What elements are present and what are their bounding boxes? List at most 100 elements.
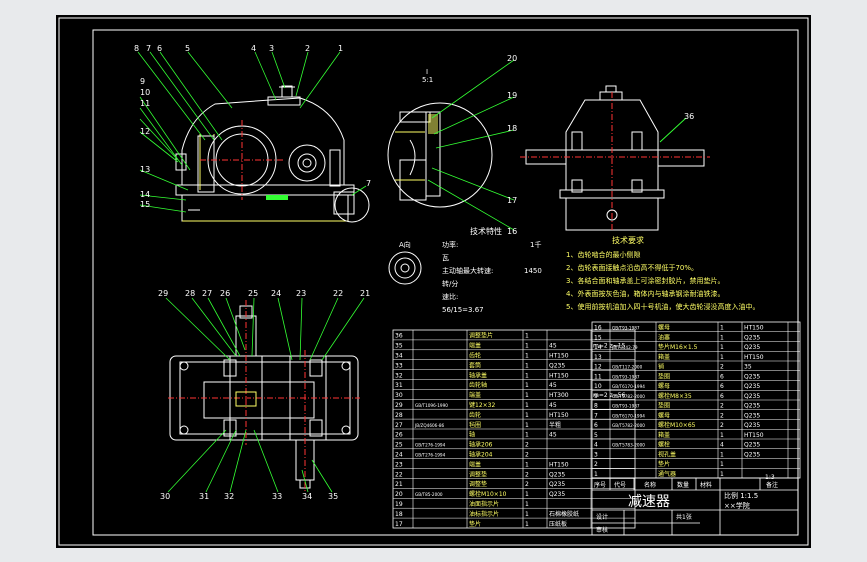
- bom-cell: 36: [395, 333, 403, 340]
- bom-cell: 垫片: [658, 460, 670, 468]
- bom-cell: 1: [594, 471, 598, 478]
- bom-cell: 油面指示片: [469, 500, 499, 508]
- bom-cell: GB/T6170-1994: [612, 384, 645, 389]
- bom-cell: Q235: [744, 422, 760, 429]
- bom-cell: GB/T117-2000: [612, 365, 643, 370]
- bom-cell: 调整垫: [469, 470, 487, 478]
- bom-cell: 1: [525, 461, 529, 468]
- bom-cell: 视孔盖: [658, 450, 676, 458]
- tech-req-item: 3、各结合面和轴承盖上可涂密封胶片，禁用垫片。: [566, 276, 724, 285]
- front-callouts-left: 9 10 11 12 13 14 15 7: [140, 77, 371, 209]
- bom-cell: 32: [395, 372, 403, 379]
- callout-label: 18: [507, 124, 517, 133]
- bom-cell: 21: [395, 481, 403, 488]
- bom-cell: HT150: [549, 353, 569, 360]
- bom-cell: 30: [395, 392, 403, 399]
- th-index: 序号: [594, 481, 606, 489]
- bom-cell: Q235: [744, 393, 760, 400]
- bom-cell: 4: [720, 442, 724, 449]
- bom-cell: 18: [395, 511, 403, 518]
- front-leaders: [137, 51, 367, 213]
- callout-label: 1: [338, 44, 343, 53]
- bom-cell: GB/T5782-2000: [612, 423, 645, 428]
- callout-label: 31: [199, 492, 209, 501]
- section-a: A向: [388, 240, 422, 285]
- bom-cell: 螺栓: [658, 441, 670, 449]
- bom-cell: GB/T5782-2000: [612, 394, 645, 399]
- tech-req-title: 技术要求: [612, 235, 644, 245]
- bom-cell: 端盖: [469, 391, 481, 399]
- bom-cell: 1: [525, 501, 529, 508]
- bom-cell: GB/T93-1987: [612, 374, 640, 379]
- bom-cell: 19: [395, 501, 403, 508]
- callout-label: 26: [220, 289, 230, 298]
- section-a-label: A向: [399, 240, 411, 249]
- bom-cell: 6: [594, 422, 598, 429]
- bom-cell: HT150: [744, 325, 764, 332]
- bom-cell: 1: [720, 334, 724, 341]
- bom-cell: Q235: [549, 471, 565, 478]
- bom-cell: 垫片M16×1.5: [658, 343, 698, 351]
- bom-cell: 2: [720, 403, 724, 410]
- callout-label: 10: [140, 88, 150, 97]
- tech-req-item: 2、齿轮表面接触点沿齿高不得低于70%。: [566, 263, 698, 272]
- bom-cell: 6: [720, 383, 724, 390]
- bom-cell: 1: [525, 343, 529, 350]
- bom-cell: 半粗: [549, 421, 561, 429]
- spec-label: 主动轴最大转速:: [442, 266, 493, 275]
- bom-cell: 14: [594, 344, 602, 351]
- bom-cell: HT150: [549, 372, 569, 379]
- bom-cell: 11: [594, 373, 602, 380]
- inner-border: [92, 29, 799, 536]
- spec-label: 瓦: [442, 254, 449, 262]
- callout-label: 34: [302, 492, 312, 501]
- bom-cell: GB/T85-2000: [415, 492, 443, 497]
- bom-cell: 35: [744, 364, 752, 371]
- bom-cell: 垫圈: [658, 402, 670, 410]
- spec-label: 速比:: [442, 292, 458, 301]
- bom-cell: Q235: [549, 481, 565, 488]
- callout-label: 28: [185, 289, 195, 298]
- bom-cell: GB/T5783-2000: [612, 443, 645, 448]
- bom-cell: GB/T93-1987: [612, 404, 640, 409]
- bom-cell: 13: [594, 354, 602, 361]
- callout-label: 12: [140, 127, 150, 136]
- bom-cell: HT300: [549, 392, 569, 399]
- bom-cell: 轴承204: [469, 451, 493, 459]
- plan-callouts: 29 28 27 26 25 24 23 22 21 30 31 32 33 3…: [158, 289, 370, 501]
- bom-cell: 端盖: [469, 342, 481, 350]
- bom-cell: Q235: [744, 451, 760, 458]
- bom-cell: m=2 z=15: [593, 343, 626, 350]
- bom-cell: 2: [525, 452, 529, 459]
- bom-cell: 螺母: [658, 411, 670, 419]
- title-block: [591, 477, 799, 536]
- bom-cell: 1: [525, 353, 529, 360]
- bom-cell: 螺母: [658, 324, 670, 332]
- bom-cell: 45: [549, 382, 557, 389]
- bom-cell: 1: [525, 422, 529, 429]
- title-designer: 设计: [596, 513, 608, 521]
- bom-cell: 22: [395, 471, 403, 478]
- bom-cell: 2: [720, 412, 724, 419]
- bom-cell: 25: [395, 442, 403, 449]
- bom-cell: 1: [525, 392, 529, 399]
- bom-cell: 1: [720, 325, 724, 332]
- callout-label: 7: [146, 44, 151, 53]
- bom-cell: 1: [720, 354, 724, 361]
- bom-cell: 15: [594, 334, 602, 341]
- callout-label: 14: [140, 190, 150, 199]
- callout-label: 11: [140, 99, 150, 108]
- bom-cell: 石棉橡胶纸: [549, 510, 579, 518]
- bom-cell: 1: [525, 382, 529, 389]
- bom-cell: 3: [594, 451, 598, 458]
- title-scale: 比例 1:1.5: [724, 491, 758, 500]
- bom-cell: Q235: [549, 491, 565, 498]
- bom-cell: 2: [525, 481, 529, 488]
- bom-cell: 调整垫片: [469, 332, 493, 340]
- callout-label: 8: [134, 44, 139, 53]
- bom-cell: 35: [395, 343, 403, 350]
- bom-cell: Q235: [744, 344, 760, 351]
- detail-view: I 5:1 20 19 18 17 16: [387, 54, 517, 236]
- bom-cell: 45: [549, 343, 557, 350]
- tech-req-item: 5、使用前按机油加入四十号机油，使大齿轮浸没高度入油中。: [566, 302, 759, 311]
